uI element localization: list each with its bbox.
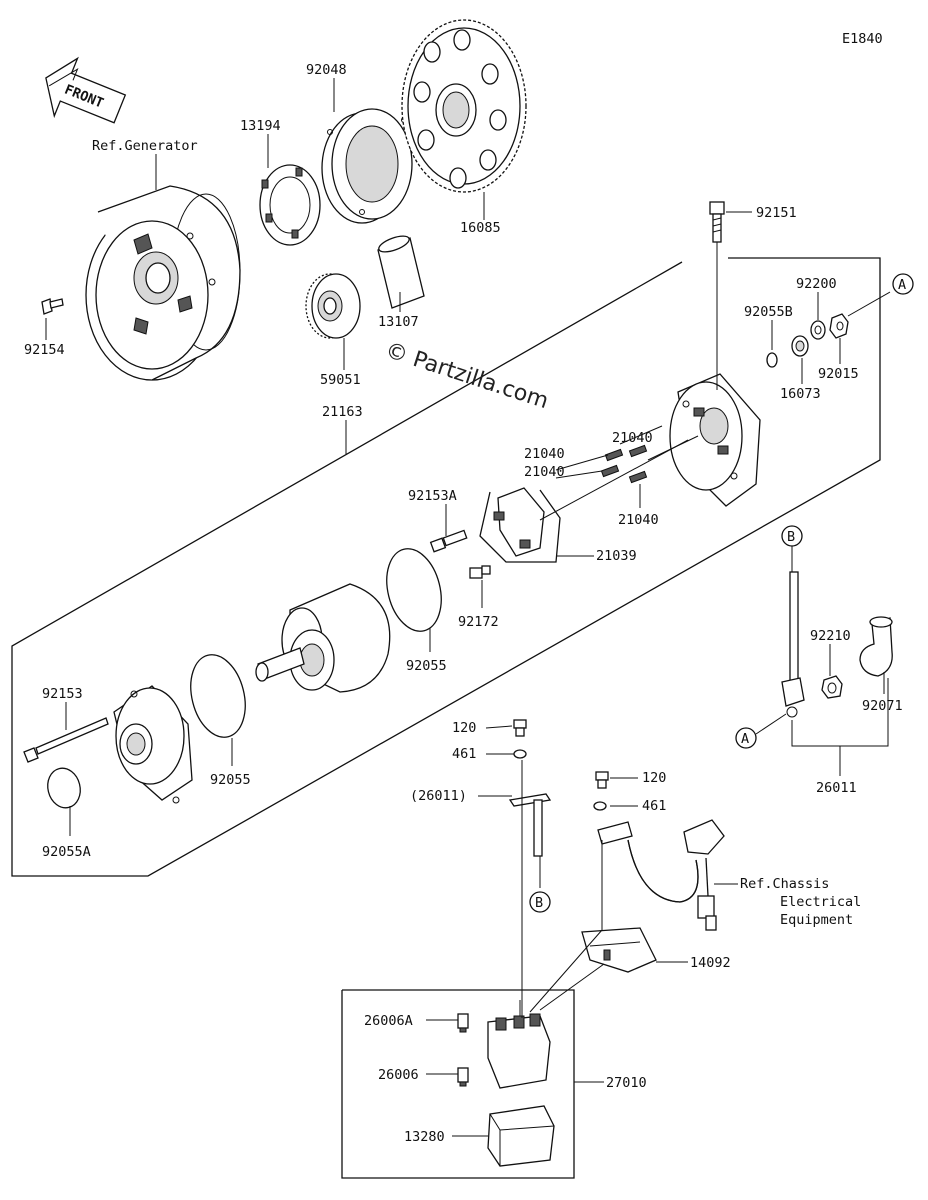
bolt-92153 — [23, 717, 109, 763]
collar-16073 — [791, 335, 809, 357]
label-26011: 26011 — [816, 780, 857, 796]
starter-motor-body — [255, 583, 391, 693]
cable-26011-lower — [508, 793, 552, 857]
label-92048: 92048 — [306, 62, 347, 78]
label-92015: 92015 — [818, 366, 859, 382]
generator-rotor — [85, 185, 241, 381]
label-92153A: 92153A — [408, 488, 457, 504]
nut-92015 — [829, 313, 849, 339]
label-120-lower: 120 — [642, 770, 666, 786]
front-cover — [113, 685, 193, 804]
label-27010: 27010 — [606, 1075, 647, 1091]
label-92200: 92200 — [796, 276, 837, 292]
label-21039: 21039 — [596, 548, 637, 564]
label-21040-top: 21040 — [612, 430, 653, 446]
leader-lines — [45, 78, 891, 1137]
label-21040-bottom: 21040 — [618, 512, 659, 528]
relay-box-boundary — [341, 989, 575, 1179]
label-26006: 26006 — [378, 1067, 419, 1083]
brush-holder-21039 — [479, 487, 561, 563]
oring-92055-upper — [386, 548, 442, 632]
label-92071: 92071 — [862, 698, 903, 714]
label-21163: 21163 — [322, 404, 363, 420]
label-461-upper: 461 — [452, 746, 476, 762]
label-92172: 92172 — [458, 614, 499, 630]
starter-gear-16085 — [401, 19, 527, 193]
cap-92071 — [859, 616, 893, 677]
label-26011-ref: (26011) — [410, 788, 467, 804]
label-92153: 92153 — [42, 686, 83, 702]
label-ref-chassis-2: Electrical — [780, 894, 861, 910]
bolt-120-lower — [595, 771, 609, 789]
label-ref-generator: Ref.Generator — [92, 138, 198, 154]
screw-92172 — [469, 565, 491, 579]
bolt-120-upper — [513, 719, 527, 737]
shaft-13107 — [377, 235, 425, 309]
label-92154: 92154 — [24, 342, 65, 358]
rear-cover — [669, 373, 761, 507]
diagram-code: E1840 — [842, 31, 883, 47]
label-14092: 14092 — [690, 955, 731, 971]
label-120-upper: 120 — [452, 720, 476, 736]
front-arrow-icon: FRONT — [45, 56, 127, 124]
label-16085: 16085 — [460, 220, 501, 236]
label-21040-lower: 21040 — [524, 464, 565, 480]
starter-clutch-13194 — [259, 164, 321, 246]
marker-B-top: B — [781, 525, 803, 547]
lead-wire-harness — [597, 819, 725, 931]
label-ref-chassis-3: Equipment — [780, 912, 853, 928]
partzilla-watermark: © Partzilla.com — [382, 338, 551, 414]
label-21040-upper: 21040 — [524, 446, 565, 462]
label-92210: 92210 — [810, 628, 851, 644]
bolt-92151 — [709, 201, 725, 243]
label-26006A: 26006A — [364, 1013, 413, 1029]
clutch-holder-92048 — [321, 108, 413, 224]
washer-461-lower — [593, 801, 607, 811]
washer-461-upper — [513, 749, 527, 759]
svg-text:B: B — [787, 529, 795, 545]
label-92055A: 92055A — [42, 844, 91, 860]
svg-text:B: B — [535, 895, 543, 911]
oring-92055-lower — [190, 654, 246, 738]
label-59051: 59051 — [320, 372, 361, 388]
label-ref-chassis-1: Ref.Chassis — [740, 876, 829, 892]
label-92055B: 92055B — [744, 304, 793, 320]
starter-motor-boundary — [11, 257, 881, 877]
oring-92055B — [766, 352, 778, 368]
label-13194: 13194 — [240, 118, 281, 134]
svg-text:A: A — [898, 277, 906, 293]
marker-A-bottom: A — [735, 727, 757, 749]
idle-gear-59051 — [305, 273, 361, 339]
screw-92153A — [429, 529, 468, 553]
washer-92200 — [810, 320, 826, 340]
bolt-92154 — [41, 298, 64, 315]
label-92151: 92151 — [756, 205, 797, 221]
label-461-lower: 461 — [642, 798, 666, 814]
label-16073: 16073 — [780, 386, 821, 402]
fuse-26006A — [457, 1013, 469, 1033]
marker-B-bottom: B — [529, 891, 551, 913]
starter-relay — [487, 1000, 551, 1089]
brush-springs-21040 — [600, 444, 648, 484]
relay-holder-13280 — [487, 1105, 555, 1167]
label-13280: 13280 — [404, 1129, 445, 1145]
label-92055-upper: 92055 — [406, 658, 447, 674]
watermark-text: © Partzilla.com — [382, 338, 551, 414]
marker-A-top: A — [892, 273, 914, 295]
cable-26011 — [781, 571, 805, 718]
svg-text:A: A — [741, 731, 749, 747]
nut-92210 — [821, 675, 843, 699]
fuse-26006 — [457, 1067, 469, 1087]
label-92055-lower: 92055 — [210, 772, 251, 788]
relay-cover-14092 — [581, 927, 657, 973]
label-13107: 13107 — [378, 314, 419, 330]
oring-92055A — [47, 767, 81, 809]
